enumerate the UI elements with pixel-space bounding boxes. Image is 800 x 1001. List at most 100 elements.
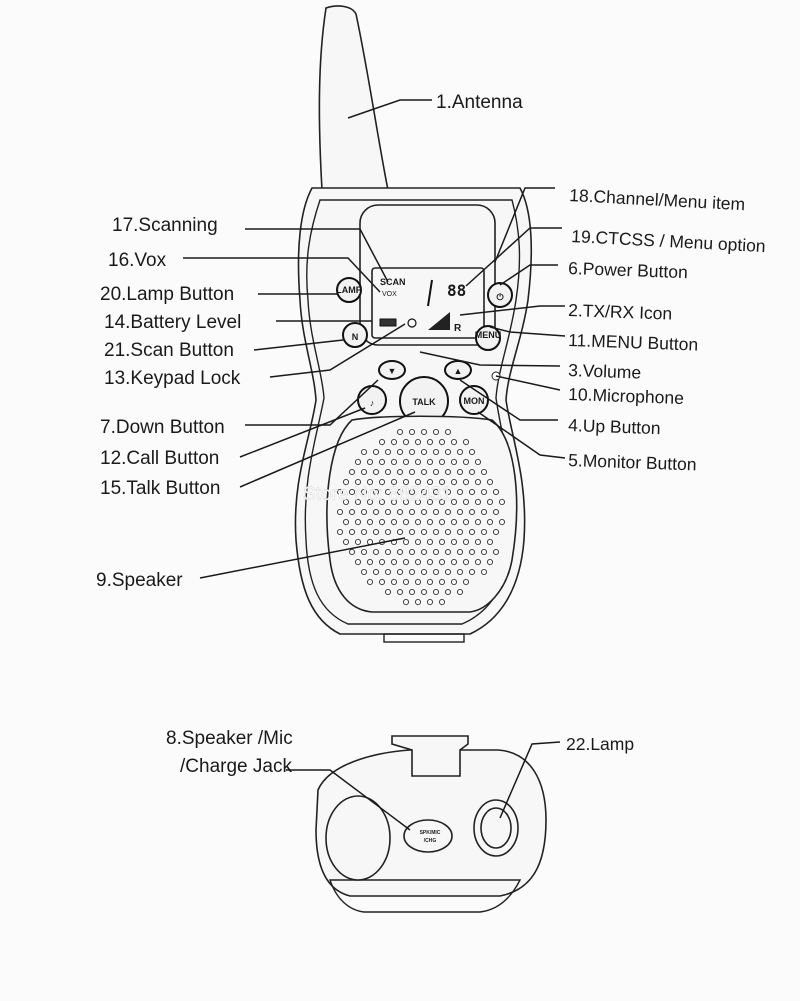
speaker-grille xyxy=(326,415,518,613)
speaker-hole xyxy=(390,558,398,566)
label-volume: 3.Volume xyxy=(568,360,642,383)
speaker-hole xyxy=(408,528,416,536)
speaker-hole xyxy=(462,578,470,586)
speaker-hole xyxy=(342,518,350,526)
speaker-hole xyxy=(360,508,368,516)
lamp-button-label: LAMP xyxy=(336,285,362,295)
speaker-hole xyxy=(498,518,506,526)
speaker-hole xyxy=(450,558,458,566)
speaker-hole xyxy=(498,498,506,506)
speaker-hole xyxy=(414,478,422,486)
speaker-hole xyxy=(336,528,344,536)
speaker-hole xyxy=(366,518,374,526)
speaker-hole xyxy=(396,428,404,436)
speaker-hole xyxy=(402,478,410,486)
speaker-hole xyxy=(420,508,428,516)
speaker-hole xyxy=(396,568,404,576)
speaker-hole xyxy=(402,458,410,466)
speaker-hole xyxy=(348,488,356,496)
speaker-hole xyxy=(462,438,470,446)
speaker-hole xyxy=(468,468,476,476)
speaker-hole xyxy=(402,578,410,586)
speaker-hole xyxy=(372,448,380,456)
speaker-hole xyxy=(348,548,356,556)
lcd-lock-icon xyxy=(407,318,417,328)
speaker-hole xyxy=(468,568,476,576)
speaker-hole xyxy=(426,598,434,606)
speaker-hole xyxy=(336,508,344,516)
speaker-hole xyxy=(408,588,416,596)
speaker-hole xyxy=(396,548,404,556)
speaker-hole xyxy=(432,588,440,596)
lcd-channel-digits: 88 xyxy=(447,281,466,300)
scan-button[interactable] xyxy=(342,322,368,348)
speaker-hole xyxy=(444,448,452,456)
speaker-hole xyxy=(360,548,368,556)
lamp-button[interactable] xyxy=(336,277,362,303)
speaker-hole xyxy=(456,568,464,576)
label-lamp: 22.Lamp xyxy=(566,734,634,754)
label-menu-button: 11.MENU Button xyxy=(568,330,699,355)
speaker-hole xyxy=(366,458,374,466)
speaker-hole xyxy=(348,508,356,516)
speaker-hole xyxy=(492,548,500,556)
lcd-r-icon: R xyxy=(454,323,462,334)
label-speaker-mic-jack-line1: 8.Speaker /Mic xyxy=(166,728,293,749)
power-icon: ⏻ xyxy=(496,292,504,302)
speaker-hole xyxy=(432,528,440,536)
down-button[interactable] xyxy=(378,360,406,380)
speaker-hole xyxy=(354,558,362,566)
label-microphone: 10.Microphone xyxy=(568,384,684,408)
speaker-hole xyxy=(384,588,392,596)
speaker-hole xyxy=(372,468,380,476)
power-button[interactable] xyxy=(487,282,513,308)
speaker-hole xyxy=(432,548,440,556)
scan-button-label: N xyxy=(352,332,359,342)
label-keypad-lock: 13.Keypad Lock xyxy=(104,368,241,389)
speaker-hole xyxy=(492,488,500,496)
lcd-vox-text: VOX xyxy=(382,291,397,298)
speaker-hole xyxy=(432,508,440,516)
menu-button-label: MENU xyxy=(475,330,502,340)
speaker-hole xyxy=(384,488,392,496)
label-speaker-mic-jack-line2: /Charge Jack xyxy=(180,756,292,777)
speaker-hole xyxy=(372,528,380,536)
speaker-hole xyxy=(372,508,380,516)
speaker-hole xyxy=(438,558,446,566)
speaker-hole xyxy=(414,498,422,506)
bottom-lamp-recess xyxy=(325,795,391,881)
speaker-hole xyxy=(390,438,398,446)
speaker-hole xyxy=(420,428,428,436)
speaker-hole xyxy=(408,568,416,576)
speaker-mic-charge-jack xyxy=(403,819,453,853)
speaker-hole xyxy=(474,558,482,566)
antenna xyxy=(318,5,389,191)
speaker-hole xyxy=(384,448,392,456)
monitor-button[interactable] xyxy=(459,385,489,415)
speaker-hole xyxy=(492,508,500,516)
speaker-hole xyxy=(426,438,434,446)
speaker-hole xyxy=(372,568,380,576)
speaker-hole xyxy=(456,588,464,596)
speaker-hole xyxy=(390,478,398,486)
label-power-button: 6.Power Button xyxy=(568,258,688,282)
speaker-hole xyxy=(408,488,416,496)
label-tx-rx-icon: 2.TX/RX Icon xyxy=(568,300,673,324)
speaker-hole xyxy=(378,578,386,586)
speaker-hole xyxy=(360,568,368,576)
label-scan-button: 21.Scan Button xyxy=(104,340,234,361)
speaker-hole xyxy=(444,528,452,536)
speaker-hole xyxy=(378,498,386,506)
speaker-hole xyxy=(396,588,404,596)
speaker-hole xyxy=(366,498,374,506)
speaker-hole xyxy=(414,558,422,566)
speaker-hole xyxy=(396,508,404,516)
speaker-hole xyxy=(480,508,488,516)
speaker-hole xyxy=(390,458,398,466)
speaker-hole xyxy=(420,488,428,496)
speaker-hole xyxy=(474,518,482,526)
speaker-hole xyxy=(378,478,386,486)
speaker-hole xyxy=(354,538,362,546)
menu-button[interactable] xyxy=(475,325,501,351)
speaker-hole xyxy=(390,518,398,526)
